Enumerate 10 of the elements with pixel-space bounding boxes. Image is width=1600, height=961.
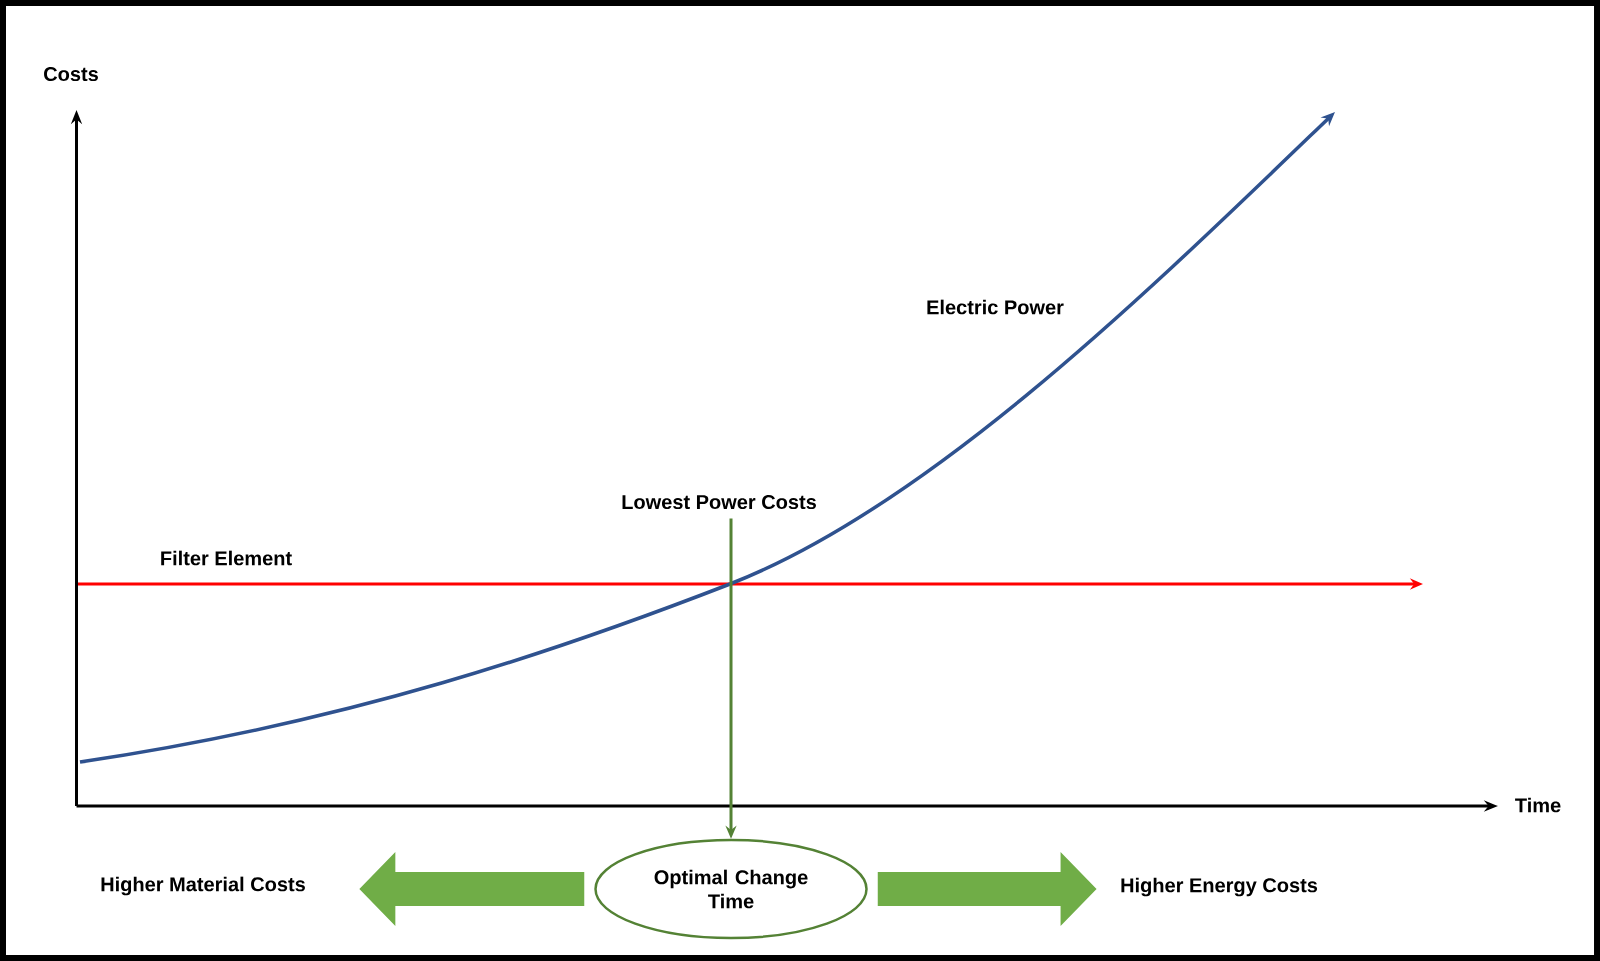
- block-arrow: [877, 852, 1097, 926]
- text-label: Lowest Power Costs: [622, 494, 816, 510]
- axis-label: Costs: [44, 66, 98, 82]
- text-label: Higher Energy Costs: [1121, 877, 1318, 897]
- axis-label: Time: [1515, 797, 1561, 813]
- block-arrow: [359, 852, 585, 926]
- text-label: Higher Material Costs: [101, 876, 305, 896]
- curve-label: Filter Element: [161, 550, 292, 566]
- curve-label: Electric Power: [927, 299, 1064, 315]
- ellipse-node: Optimal Change Time: [594, 838, 868, 940]
